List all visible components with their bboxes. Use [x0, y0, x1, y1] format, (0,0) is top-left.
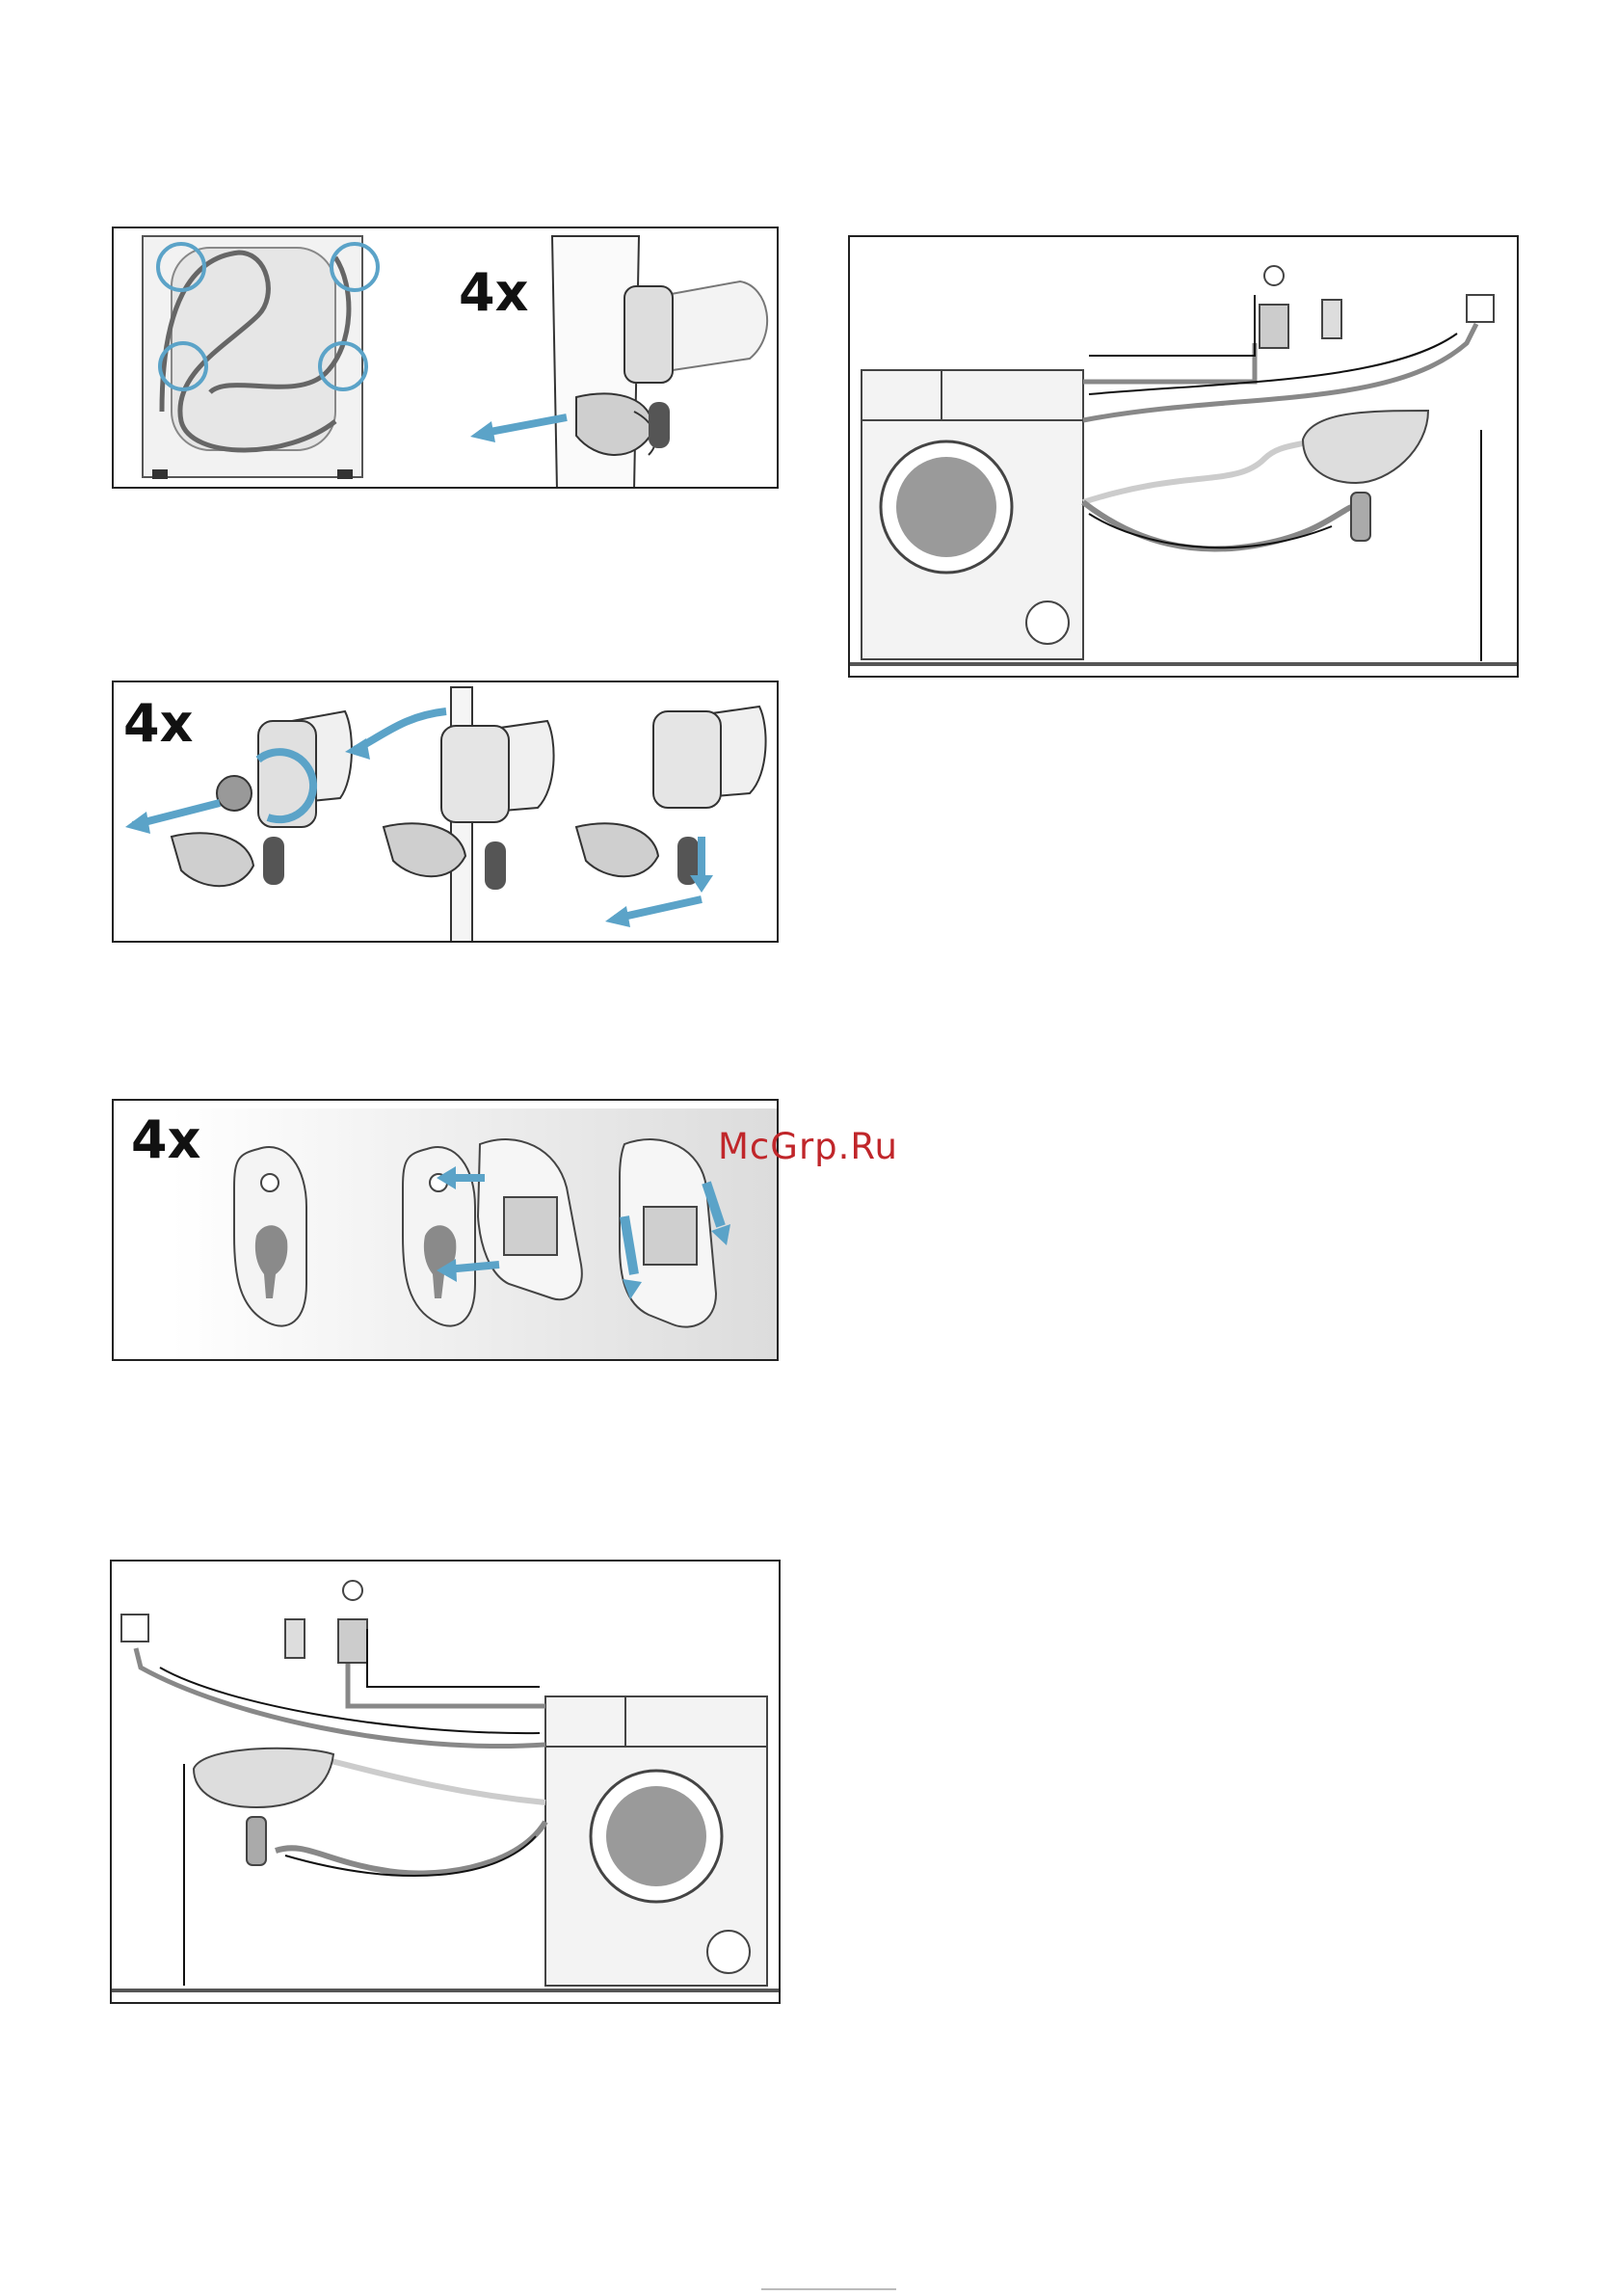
right-sink-connection-illustration	[850, 237, 1519, 678]
connection-diagram-right-sink-panel	[848, 235, 1519, 678]
cover-cap-illustration	[114, 1101, 779, 1361]
water-tap	[338, 1619, 367, 1663]
water-tap	[1260, 305, 1288, 348]
watermark: McGrp.Ru	[718, 1126, 898, 1167]
repeat-count-label: 4x	[459, 267, 528, 319]
power-socket	[1467, 295, 1494, 322]
power-socket	[121, 1615, 148, 1642]
bolt-loosening-sequence-panel: 4x	[112, 681, 779, 943]
bolt-removal-illustration	[114, 228, 779, 489]
cover-cap-insertion-panel: 4x	[112, 1099, 779, 1361]
sink	[1303, 411, 1428, 483]
footer-mark	[761, 2286, 896, 2292]
loosening-steps-illustration	[114, 682, 779, 943]
left-sink-connection-illustration	[112, 1562, 781, 2004]
repeat-count-label: 4x	[131, 1114, 200, 1166]
sink	[194, 1749, 333, 1807]
transport-bolts-overview-panel: 4x	[112, 227, 779, 489]
connection-diagram-left-sink-panel	[110, 1560, 781, 2004]
